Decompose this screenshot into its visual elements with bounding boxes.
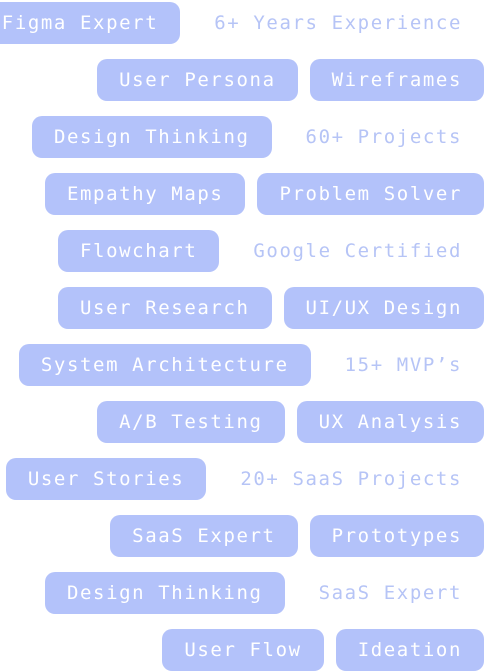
skill-tag: Figma Expert	[0, 2, 181, 44]
skill-tag: A/B Testing	[97, 401, 285, 443]
skill-tag: Problem Solver	[257, 173, 484, 215]
skill-tag: SaaS Expert	[110, 515, 298, 557]
stat-label: 15+ MVP’s	[344, 354, 462, 376]
skill-tag: Design Thinking	[31, 116, 272, 158]
tag-row: SaaS Expert Prototypes	[0, 515, 484, 557]
stat-label: 20+ SaaS Projects	[240, 468, 462, 490]
tag-row: Figma Expert 6+ Years Experience	[0, 2, 484, 44]
tag-row: Design Thinking 60+ Projects	[0, 116, 484, 158]
tag-row: A/B Testing UX Analysis	[0, 401, 484, 443]
skill-tag: Ideation	[335, 629, 484, 671]
skill-tag: Prototypes	[309, 515, 484, 557]
skill-tag: UI/UX Design	[283, 287, 484, 329]
tag-row: Empathy Maps Problem Solver	[0, 173, 484, 215]
stat-label: SaaS Expert	[318, 582, 462, 604]
stat-label: 6+ Years Experience	[214, 12, 462, 34]
stat-label: Google Certified	[253, 240, 462, 262]
skill-tag: Wireframes	[309, 59, 484, 101]
skill-tag: UX Analysis	[296, 401, 484, 443]
tag-row: User Flow Ideation	[0, 629, 484, 671]
stat-label: 60+ Projects	[305, 126, 462, 148]
skill-tag: System Architecture	[18, 344, 311, 386]
tag-row: User Stories 20+ SaaS Projects	[0, 458, 484, 500]
tag-row: Design Thinking SaaS Expert	[0, 572, 484, 614]
skill-tag: User Flow	[162, 629, 324, 671]
skill-tag: User Persona	[97, 59, 298, 101]
tag-row: User Persona Wireframes	[0, 59, 484, 101]
skill-tag: Design Thinking	[44, 572, 285, 614]
tag-row: Flowchart Google Certified	[0, 230, 484, 272]
tag-row: System Architecture 15+ MVP’s	[0, 344, 484, 386]
skill-tag: User Research	[58, 287, 272, 329]
tag-row: User Research UI/UX Design	[0, 287, 484, 329]
skill-tag: Flowchart	[58, 230, 220, 272]
skill-tag: Empathy Maps	[44, 173, 246, 215]
skill-tag: User Stories	[5, 458, 207, 500]
